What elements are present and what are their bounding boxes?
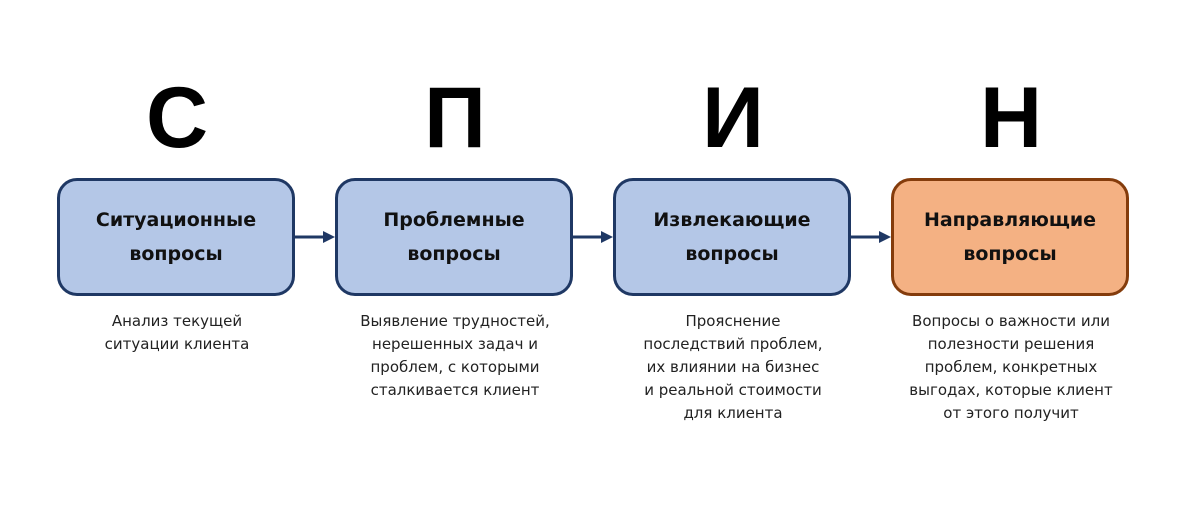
description-line: проблем, конкретных [924, 358, 1098, 376]
description-line: от этого получит [943, 404, 1079, 422]
step-title: вопросы [963, 243, 1057, 265]
step-title: вопросы [407, 243, 501, 265]
arrow-right-icon [851, 231, 891, 243]
description-line: проблем, с которыми [370, 358, 540, 376]
step-description: Прояснение последствий проблем, их влиянии… [593, 310, 873, 425]
description-line: сталкивается клиент [370, 381, 540, 399]
step-box: Направляющие вопросы [891, 178, 1129, 296]
step-box: Проблемные вопросы [335, 178, 573, 296]
step-letter: И [702, 70, 764, 166]
description-line: Анализ текущей [111, 312, 243, 330]
step-description: Вопросы о важности или полезности решения… [871, 310, 1151, 425]
description-line: Выявление трудностей, [360, 312, 550, 330]
step-box: Ситуационные вопросы [57, 178, 295, 296]
arrow-right-icon [295, 231, 335, 243]
description-line: Прояснение [685, 312, 781, 330]
step-title: Ситуационные [95, 209, 257, 231]
step-description: Анализ текущей ситуации клиента [37, 310, 317, 356]
step-letter: С [145, 70, 209, 166]
step-title: Направляющие [923, 209, 1097, 231]
step-letter: П [424, 70, 486, 166]
description-line: полезности решения [927, 335, 1095, 353]
description-line: Вопросы о важности или [912, 312, 1110, 330]
description-line: и реальной стоимости [644, 381, 822, 399]
description-line: нерешенных задач и [372, 335, 538, 353]
description-line: последствий проблем, [643, 335, 823, 353]
arrow-right-icon [573, 231, 613, 243]
step-title: вопросы [685, 243, 779, 265]
step-description: Выявление трудностей, нерешенных задач и п… [315, 310, 595, 402]
description-line: их влиянии на бизнес [646, 358, 820, 376]
step-box: Извлекающие вопросы [613, 178, 851, 296]
step-title: Извлекающие [653, 209, 811, 231]
description-line: выгодах, которые клиент [909, 381, 1113, 399]
step-letter: Н [979, 70, 1043, 166]
description-line: ситуации клиента [104, 335, 250, 353]
step-title: Проблемные [383, 209, 525, 231]
step-title: вопросы [129, 243, 223, 265]
description-line: для клиента [683, 404, 783, 422]
